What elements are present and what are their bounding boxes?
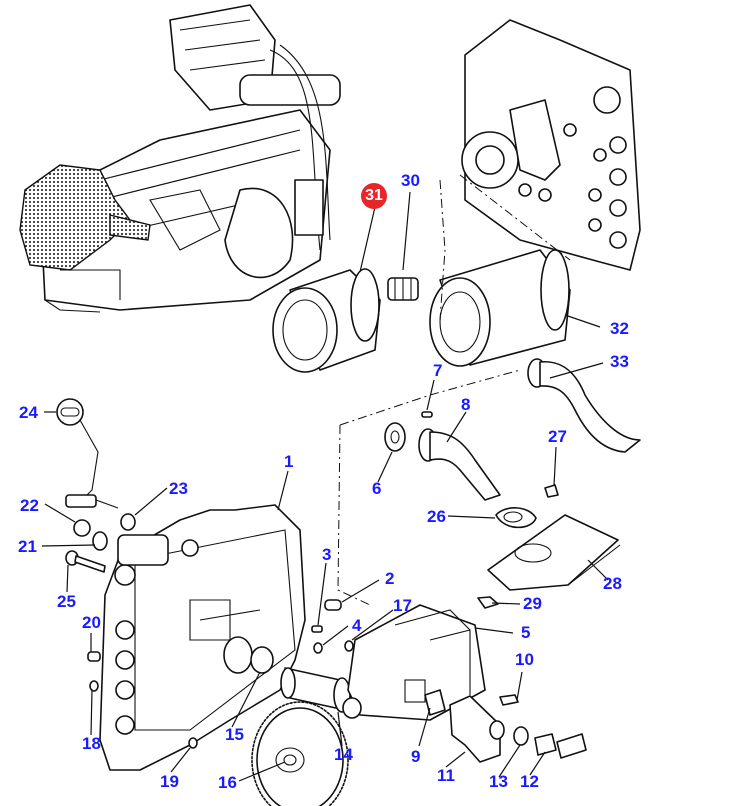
callout-26[interactable]: 26 (427, 507, 446, 526)
callout-6[interactable]: 6 (372, 479, 382, 498)
filter-32 (429, 249, 571, 367)
callout-20[interactable]: 20 (82, 613, 101, 632)
callout-17[interactable]: 17 (393, 596, 412, 615)
pipe-8 (418, 428, 501, 501)
bolt-29 (477, 596, 499, 609)
callout-22[interactable]: 22 (20, 496, 39, 515)
ring-19 (188, 737, 198, 749)
callout-5[interactable]: 5 (521, 623, 531, 642)
callout-27[interactable]: 27 (548, 427, 567, 446)
callout-24[interactable]: 24 (19, 403, 38, 422)
callout-32[interactable]: 32 (610, 319, 629, 338)
callout-13[interactable]: 13 (489, 772, 508, 791)
sensor-24 (56, 398, 119, 509)
callout-15[interactable]: 15 (225, 725, 244, 744)
callout-31-highlighted[interactable]: 31 (361, 183, 387, 209)
callout-9[interactable]: 9 (411, 747, 421, 766)
pump-5 (342, 604, 486, 721)
ring-18 (89, 680, 99, 692)
tube-14 (280, 667, 351, 713)
seal-6 (384, 422, 406, 452)
callout-28[interactable]: 28 (603, 574, 622, 593)
nut-22 (73, 519, 91, 537)
bracket-28 (487, 514, 621, 591)
main-housing (99, 504, 306, 771)
callout-14[interactable]: 14 (334, 745, 353, 764)
transmission-overview (19, 4, 341, 313)
pipe-33 (527, 358, 641, 453)
callout-7[interactable]: 7 (433, 361, 443, 380)
callout-12[interactable]: 12 (520, 772, 539, 791)
callout-11[interactable]: 11 (437, 766, 455, 785)
callout-30[interactable]: 30 (401, 171, 420, 190)
leader-lines (41, 191, 609, 782)
pin-20 (87, 651, 101, 662)
bolt-27 (544, 484, 559, 498)
seal-17 (344, 640, 354, 652)
callout-19[interactable]: 19 (160, 772, 179, 791)
pin-3 (311, 625, 323, 633)
callout-3[interactable]: 3 (322, 545, 332, 564)
nipple-30 (387, 277, 419, 301)
callout-8[interactable]: 8 (461, 395, 471, 414)
callout-label: 31 (365, 187, 383, 204)
washer-21 (92, 531, 108, 551)
flange-26 (495, 507, 537, 529)
callout-16[interactable]: 16 (218, 773, 237, 792)
gear-16 (251, 701, 349, 806)
valve-housing (461, 19, 641, 271)
callout-4[interactable]: 4 (352, 616, 362, 635)
callout-23[interactable]: 23 (169, 479, 188, 498)
filter-31 (272, 268, 381, 373)
callout-1[interactable]: 1 (284, 452, 294, 471)
seal-4 (313, 642, 323, 654)
callout-21[interactable]: 21 (18, 537, 37, 556)
pin-2 (324, 599, 342, 611)
callout-10[interactable]: 10 (515, 650, 534, 669)
callout-18[interactable]: 18 (82, 734, 101, 753)
bolt-25 (65, 550, 106, 573)
sleeve-12 (534, 733, 587, 759)
callout-25[interactable]: 25 (57, 592, 76, 611)
callout-33[interactable]: 33 (610, 352, 629, 371)
callout-2[interactable]: 2 (385, 569, 395, 588)
callout-29[interactable]: 29 (523, 594, 542, 613)
pin-7 (421, 411, 433, 418)
bolt-10 (499, 694, 519, 706)
seal-13 (513, 726, 529, 746)
cover-11 (449, 695, 505, 763)
nut-23 (120, 513, 136, 531)
